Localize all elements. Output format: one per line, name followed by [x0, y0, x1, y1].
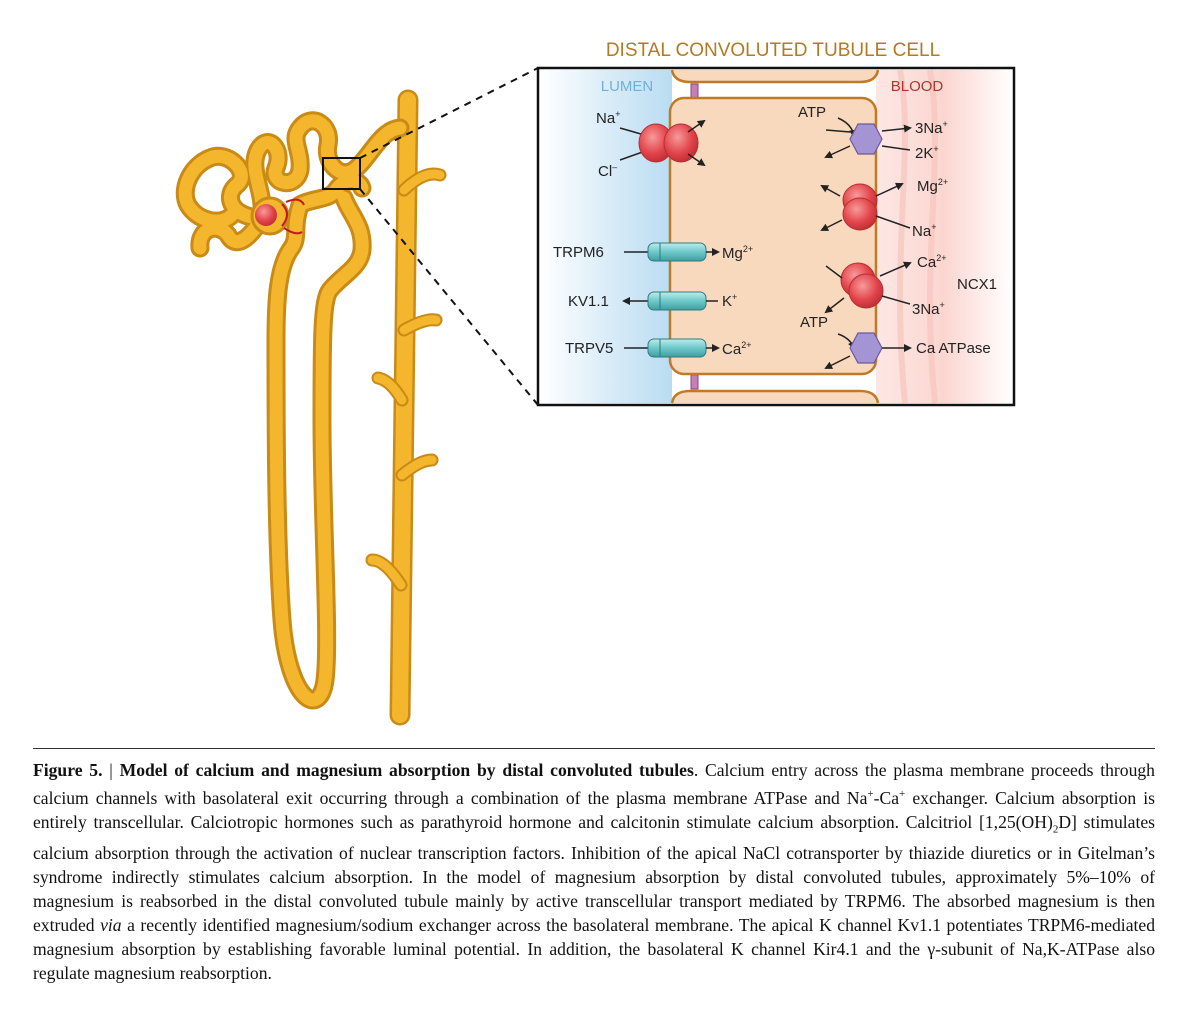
- ca-atpase-label: Ca ATPase: [916, 340, 991, 357]
- caption-text-3: exchanger. Calcium absorption is entirel…: [33, 787, 1155, 832]
- ncx-ca-label: Ca2+: [917, 253, 946, 271]
- trpv5-channel: [624, 338, 720, 358]
- blood-label: BLOOD: [891, 78, 944, 95]
- caption-text-1: . Calcium entry across the plasma membra…: [33, 760, 1155, 808]
- figure-label: Figure 5.: [33, 760, 103, 780]
- figure-caption: Figure 5. | Model of calcium and magnesi…: [33, 759, 1155, 986]
- collecting-duct: [365, 89, 447, 726]
- kv11-label: KV1.1: [568, 293, 609, 310]
- ca-atpase-pump: [824, 332, 912, 369]
- kv11-ion-label: K+: [722, 292, 737, 310]
- zoom-line-top: [359, 67, 539, 159]
- trpm6-label: TRPM6: [553, 244, 604, 261]
- caption-sub-1: 2: [1052, 823, 1059, 836]
- nephron-drawing: [175, 67, 539, 726]
- nacl-na-label: Na+: [596, 109, 620, 127]
- caption-rule: [33, 748, 1155, 749]
- nak-atpase-pump: [824, 117, 912, 159]
- kidney-nephron-figure: DISTAL CONVOLUTED TUBULE CELL LUMEN BLOO…: [175, 40, 1016, 726]
- glomerulus: [250, 196, 305, 236]
- ca-atpase-atp-label: ATP: [800, 314, 828, 331]
- dct-cell: [668, 96, 878, 376]
- trpv5-ion-label: Ca2+: [722, 340, 751, 358]
- caption-sup-2: +: [899, 787, 906, 800]
- figure-svg: DISTAL CONVOLUTED TUBULE CELL LUMEN BLOO…: [175, 40, 1016, 726]
- cell-inset: LUMEN BLOOD Na+ Cl– TRPM6 Mg2+: [536, 66, 1016, 407]
- tight-junction-bottom: [690, 374, 699, 390]
- caption-sup-1: +: [867, 787, 874, 800]
- nak-k-label: 2K+: [915, 144, 939, 162]
- neighbor-cell-bottom: [670, 389, 880, 404]
- mgna-na-label: Na+: [912, 222, 936, 240]
- mg-na-exchanger: [820, 182, 911, 231]
- tight-junction-top: [690, 83, 699, 99]
- nacl-cotransporter: [619, 119, 706, 167]
- caption-title: Model of calcium and magnesium absorptio…: [119, 760, 694, 780]
- caption-text-4: D] stimulates calcium absorption through…: [33, 811, 1156, 935]
- zoom-line-bottom: [359, 188, 539, 406]
- zoom-region-box: [322, 157, 361, 190]
- nak-atp-label: ATP: [798, 104, 826, 121]
- ncx1-exchanger: [824, 261, 912, 314]
- ncx1-label: NCX1: [957, 276, 997, 293]
- kv11-channel: [622, 291, 718, 311]
- caption-separator: |: [109, 760, 113, 780]
- caption-text-5: a recently identified magnesium/sodium e…: [33, 914, 1155, 983]
- inset-title: DISTAL CONVOLUTED TUBULE CELL: [606, 40, 940, 61]
- caption-italic: via: [100, 914, 122, 935]
- trpm6-channel: [624, 242, 720, 262]
- nak-na-label: 3Na+: [915, 119, 948, 137]
- nacl-cl-label: Cl–: [598, 162, 617, 180]
- trpm6-ion-label: Mg2+: [722, 244, 753, 262]
- lumen-label: LUMEN: [601, 78, 654, 95]
- trpv5-label: TRPV5: [565, 340, 613, 357]
- ncx-na-label: 3Na+: [912, 300, 945, 318]
- convoluted-tubule: [175, 111, 410, 710]
- mgna-mg-label: Mg2+: [917, 177, 948, 195]
- neighbor-cell-top: [670, 69, 880, 84]
- caption-text-2: -Ca: [873, 787, 900, 808]
